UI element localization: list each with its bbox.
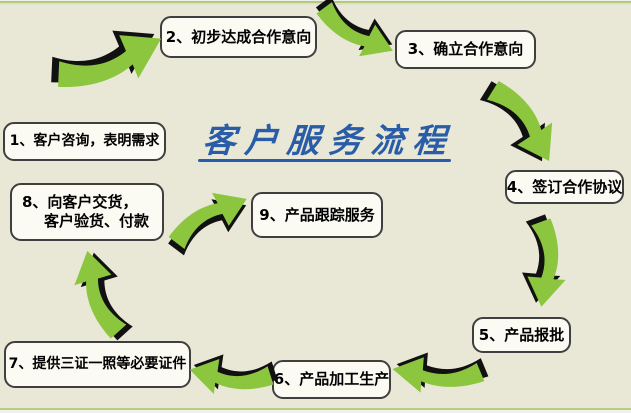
top-border-band [0,0,631,5]
step-8-label-line2: 客户验货、付款 [44,212,150,230]
arrow-step1-to-step2 [40,3,178,123]
arrow-step8-to-step9 [156,177,258,260]
step-7-provide-certificates: 7、提供三证一照等必要证件 [4,341,191,388]
step-4-sign-cooperation-agreement: 4、签订合作协议 [505,170,624,204]
step-1-label: 1、客户咨询，表明需求 [9,132,160,149]
step-4-label: 4、签订合作协议 [506,177,623,196]
step-5-product-approval: 5、产品报批 [472,317,571,353]
step-1-customer-inquiry: 1、客户咨询，表明需求 [3,122,166,161]
arrow-step5-to-step6 [386,339,493,411]
step-3-label: 3、确立合作意向 [407,40,524,59]
arrow-step6-to-step7 [182,340,282,413]
step-2-initial-cooperation-intent: 2、初步达成合作意向 [160,16,317,58]
arrow-step3-to-step4 [474,64,572,177]
step-2-label: 2、初步达成合作意向 [165,27,312,46]
arrow-step4-to-step5 [509,210,583,314]
step-5-label: 5、产品报批 [478,325,565,344]
bottom-border-band [0,408,631,413]
step-9-product-tracking-service: 9、产品跟踪服务 [251,192,383,238]
step-7-label: 7、提供三证一照等必要证件 [8,355,187,372]
title-underline [198,159,451,162]
arrow-step2-to-step3 [304,0,404,72]
diagram-title: 客户服务流程 [201,121,457,160]
step-8-label-line1: 8、向客户交货， [22,193,138,212]
step-6-product-manufacturing: 6、产品加工生产 [272,360,391,399]
step-6-label: 6、产品加工生产 [273,370,390,389]
step-9-label: 9、产品跟踪服务 [259,205,375,224]
arrow-step7-to-step8 [64,245,135,346]
step-8-deliver-inspect-pay: 8、向客户交货， 客户验货、付款 [10,183,164,241]
step-3-confirm-cooperation-intent: 3、确立合作意向 [395,30,536,69]
